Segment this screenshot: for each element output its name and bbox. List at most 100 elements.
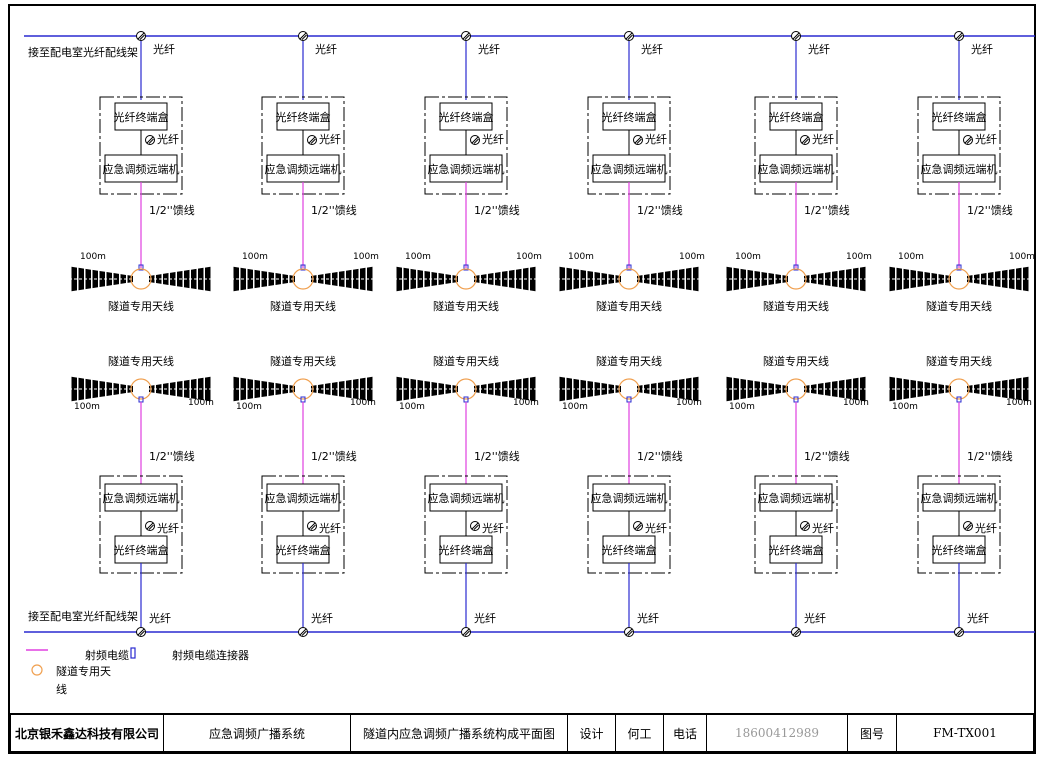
fiber-label: 光纤 bbox=[804, 611, 826, 625]
distance-label-left: 100m bbox=[898, 252, 924, 262]
remote-unit-box bbox=[922, 154, 996, 183]
antenna-pattern-segment bbox=[658, 272, 664, 286]
fiber-splice-icon bbox=[791, 627, 801, 637]
fiber-splice-icon bbox=[470, 521, 480, 531]
antenna-pattern-segment bbox=[170, 382, 176, 396]
antenna-label: 隧道专用天线 bbox=[763, 354, 829, 368]
antenna-pattern-segment bbox=[120, 274, 126, 284]
splice-slash bbox=[625, 628, 633, 636]
splice-slash bbox=[794, 34, 800, 40]
splice-slash bbox=[957, 630, 963, 636]
fiber-label: 光纤 bbox=[967, 611, 989, 625]
distance-label-right: 100m bbox=[843, 398, 869, 408]
antenna-pattern-segment bbox=[811, 274, 817, 284]
drawing-name: 隧道内应急调频广播系统构成平面图 bbox=[351, 715, 568, 751]
remote-unit-label: 应急调频远端机 bbox=[428, 162, 505, 176]
splice-slash bbox=[462, 628, 470, 636]
antenna-pattern-segment bbox=[191, 378, 197, 400]
antenna-pattern-segment bbox=[247, 268, 253, 290]
antenna-pattern-segment bbox=[754, 270, 760, 288]
antenna-pattern-segment bbox=[988, 382, 994, 396]
antenna-circle bbox=[618, 268, 640, 290]
remote-unit-label: 应急调频远端机 bbox=[591, 491, 668, 505]
remote-unit-box bbox=[104, 483, 178, 512]
antenna-circle bbox=[292, 378, 314, 400]
distance-label-left: 100m bbox=[729, 402, 755, 412]
fiber-splice-icon bbox=[307, 521, 317, 531]
otb-box bbox=[602, 535, 656, 564]
legend-antenna-icon bbox=[31, 664, 43, 676]
antenna-label: 隧道专用天线 bbox=[926, 354, 992, 368]
fiber-splice-icon bbox=[800, 521, 810, 531]
fiber-splice-icon bbox=[624, 31, 634, 41]
splice-slash bbox=[137, 628, 145, 636]
fiber-splice-icon bbox=[307, 135, 317, 145]
antenna-label: 隧道专用天线 bbox=[763, 299, 829, 313]
antenna-circle bbox=[618, 378, 640, 400]
splice-slash bbox=[310, 524, 316, 530]
antenna-pattern-segment bbox=[903, 268, 909, 290]
fiber-splice-icon bbox=[298, 31, 308, 41]
antenna-pattern-segment bbox=[516, 268, 522, 290]
feeder-label: 1/2''馈线 bbox=[637, 203, 683, 217]
remote-unit-label: 应急调频远端机 bbox=[103, 162, 180, 176]
legend-connector-label: 射频电缆连接器 bbox=[172, 648, 249, 662]
splice-slash bbox=[792, 32, 800, 40]
distance-label-right: 100m bbox=[513, 398, 539, 408]
antenna-pattern-segment bbox=[424, 270, 430, 288]
otb-label: 光纤终端盒 bbox=[114, 110, 169, 124]
distance-label-right: 100m bbox=[676, 398, 702, 408]
otb-label: 光纤终端盒 bbox=[439, 110, 494, 124]
antenna-pattern-segment bbox=[410, 268, 416, 290]
antenna-label: 隧道专用天线 bbox=[433, 354, 499, 368]
antenna-pattern-segment bbox=[120, 384, 126, 394]
splice-slash bbox=[794, 630, 800, 636]
antenna-pattern-segment bbox=[860, 266, 866, 292]
fiber-splice-icon bbox=[954, 31, 964, 41]
antenna-pattern-segment bbox=[846, 378, 852, 400]
splice-slash bbox=[148, 524, 154, 530]
antenna-pattern-segment bbox=[495, 272, 501, 286]
splice-slash bbox=[964, 522, 972, 530]
fiber-splice-icon bbox=[461, 31, 471, 41]
feeder-label: 1/2''馈线 bbox=[149, 203, 195, 217]
antenna-pattern-segment bbox=[974, 274, 980, 284]
antenna-pattern-segment bbox=[261, 270, 267, 288]
distance-label-right: 100m bbox=[353, 252, 379, 262]
antenna-pattern-segment bbox=[644, 384, 650, 394]
antenna-pattern-segment bbox=[516, 378, 522, 400]
remote-unit-label: 应急调频远端机 bbox=[265, 491, 342, 505]
splice-slash bbox=[792, 628, 800, 636]
fiber-label: 光纤 bbox=[157, 521, 179, 535]
antenna-pattern-segment bbox=[99, 270, 105, 288]
tunnel-antenna bbox=[557, 376, 701, 402]
distance-label-right: 100m bbox=[350, 398, 376, 408]
antenna-pattern-segment bbox=[679, 268, 685, 290]
splice-slash bbox=[636, 138, 642, 144]
feeder-label: 1/2''馈线 bbox=[967, 449, 1013, 463]
distance-label-right: 100m bbox=[846, 252, 872, 262]
antenna-pattern-segment bbox=[608, 274, 614, 284]
remote-unit-box bbox=[592, 154, 666, 183]
remote-unit-box bbox=[592, 483, 666, 512]
fiber-label: 光纤 bbox=[153, 42, 175, 56]
antenna-pattern-segment bbox=[1023, 376, 1029, 402]
antenna-label: 隧道专用天线 bbox=[108, 354, 174, 368]
antenna-pattern-segment bbox=[247, 378, 253, 400]
splice-slash bbox=[301, 34, 307, 40]
otb-box bbox=[932, 535, 986, 564]
antenna-pattern-segment bbox=[353, 268, 359, 290]
antenna-pattern-segment bbox=[740, 268, 746, 290]
antenna-pattern-segment bbox=[318, 274, 324, 284]
antenna-pattern-segment bbox=[332, 272, 338, 286]
antenna-pattern-segment bbox=[332, 382, 338, 396]
splice-slash bbox=[473, 138, 479, 144]
feeder-label: 1/2''馈线 bbox=[311, 449, 357, 463]
antenna-circle bbox=[130, 268, 152, 290]
